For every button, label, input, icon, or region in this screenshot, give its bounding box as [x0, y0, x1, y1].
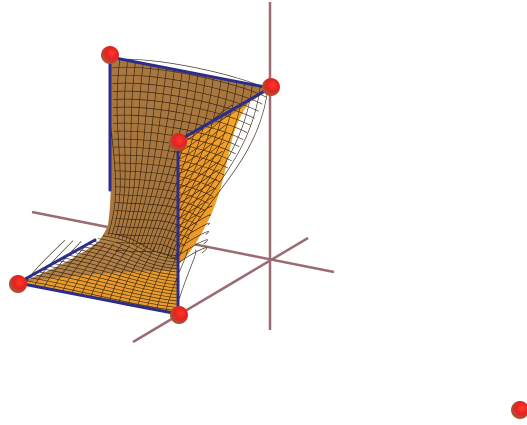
mesh-line	[127, 246, 155, 305]
mesh-line	[149, 75, 206, 251]
mesh-line	[97, 238, 179, 263]
control-point-icon[interactable]	[262, 78, 280, 96]
mesh-line	[165, 249, 188, 313]
mesh-line	[177, 187, 216, 212]
mesh-line	[114, 60, 128, 238]
mesh-line	[114, 162, 221, 183]
mesh-line	[90, 244, 123, 298]
mesh-line	[125, 65, 152, 242]
mesh-line	[177, 214, 211, 234]
mesh-line	[52, 263, 179, 292]
mesh-line	[71, 242, 106, 294]
mesh-line	[177, 205, 213, 227]
mesh-line	[92, 240, 179, 267]
mesh-line	[22, 279, 179, 312]
mesh-line	[87, 243, 179, 270]
mesh-line	[177, 113, 231, 153]
mesh-line	[114, 178, 213, 197]
mesh-line	[82, 246, 179, 273]
mesh-line	[115, 217, 194, 232]
mesh-line	[153, 77, 214, 252]
mesh-line	[177, 196, 214, 220]
mesh-line	[77, 249, 179, 276]
mesh-line	[114, 186, 209, 204]
mesh-line	[146, 74, 199, 249]
mesh-line	[177, 160, 221, 190]
y-axis	[132, 236, 309, 344]
mesh-line	[112, 98, 251, 126]
surface-back-sheet	[55, 57, 270, 280]
surface-front-sheet	[178, 88, 270, 265]
mesh-line	[139, 71, 183, 247]
mesh-line	[170, 84, 253, 258]
mesh-line	[57, 260, 179, 289]
mesh-line	[111, 59, 121, 237]
surface-mesh	[17, 57, 271, 315]
mesh-line	[115, 225, 190, 240]
mesh-line	[177, 87, 269, 261]
mesh-line	[177, 231, 209, 249]
mesh-line	[118, 62, 136, 239]
mesh-line	[43, 241, 82, 288]
mesh-line	[142, 72, 191, 248]
mesh-line	[118, 246, 147, 303]
mesh-line	[107, 232, 179, 257]
mesh-line	[80, 243, 115, 296]
mesh-line	[27, 277, 179, 308]
mesh-line	[177, 123, 229, 161]
control-point-icon[interactable]	[169, 133, 187, 151]
mesh-line	[114, 170, 217, 190]
mesh-line	[109, 245, 139, 301]
control-point-icon[interactable]	[511, 401, 527, 419]
mesh-line	[112, 90, 255, 119]
mesh-line	[146, 247, 171, 309]
mesh-line	[47, 265, 179, 296]
control-point-icon[interactable]	[101, 46, 119, 64]
edge-bottom-back	[16, 238, 97, 285]
mesh-line	[112, 66, 267, 98]
control-points	[9, 46, 527, 419]
mesh-line	[160, 80, 230, 254]
mesh-line	[177, 178, 218, 205]
mesh-line	[177, 247, 208, 264]
mesh-line	[177, 169, 220, 197]
mesh-line	[62, 242, 98, 292]
mesh-line	[128, 66, 160, 243]
mesh-line	[67, 254, 179, 283]
mesh-line	[177, 239, 208, 256]
mesh-line	[167, 83, 245, 257]
mesh-line	[121, 63, 144, 241]
mesh-line	[115, 249, 179, 261]
mesh-line	[177, 150, 223, 183]
bezier-surface	[16, 55, 272, 316]
mesh-line	[24, 239, 66, 285]
edge-top	[108, 55, 272, 90]
mesh-line	[114, 194, 205, 211]
control-point-icon[interactable]	[9, 275, 27, 293]
control-point-icon[interactable]	[170, 306, 188, 324]
mesh-line	[177, 222, 210, 242]
mesh-line	[112, 82, 259, 112]
edge-front-diagonal	[176, 86, 272, 143]
mesh-line	[177, 141, 225, 175]
mesh-line	[177, 132, 227, 168]
mesh-line	[99, 244, 131, 300]
mesh-line	[137, 247, 163, 307]
edge-bottom-left	[16, 281, 180, 316]
mesh-line	[135, 69, 175, 246]
surface-edges	[16, 55, 272, 316]
mesh-line	[42, 268, 179, 299]
mesh-line	[132, 68, 167, 244]
mesh-line	[32, 274, 179, 305]
